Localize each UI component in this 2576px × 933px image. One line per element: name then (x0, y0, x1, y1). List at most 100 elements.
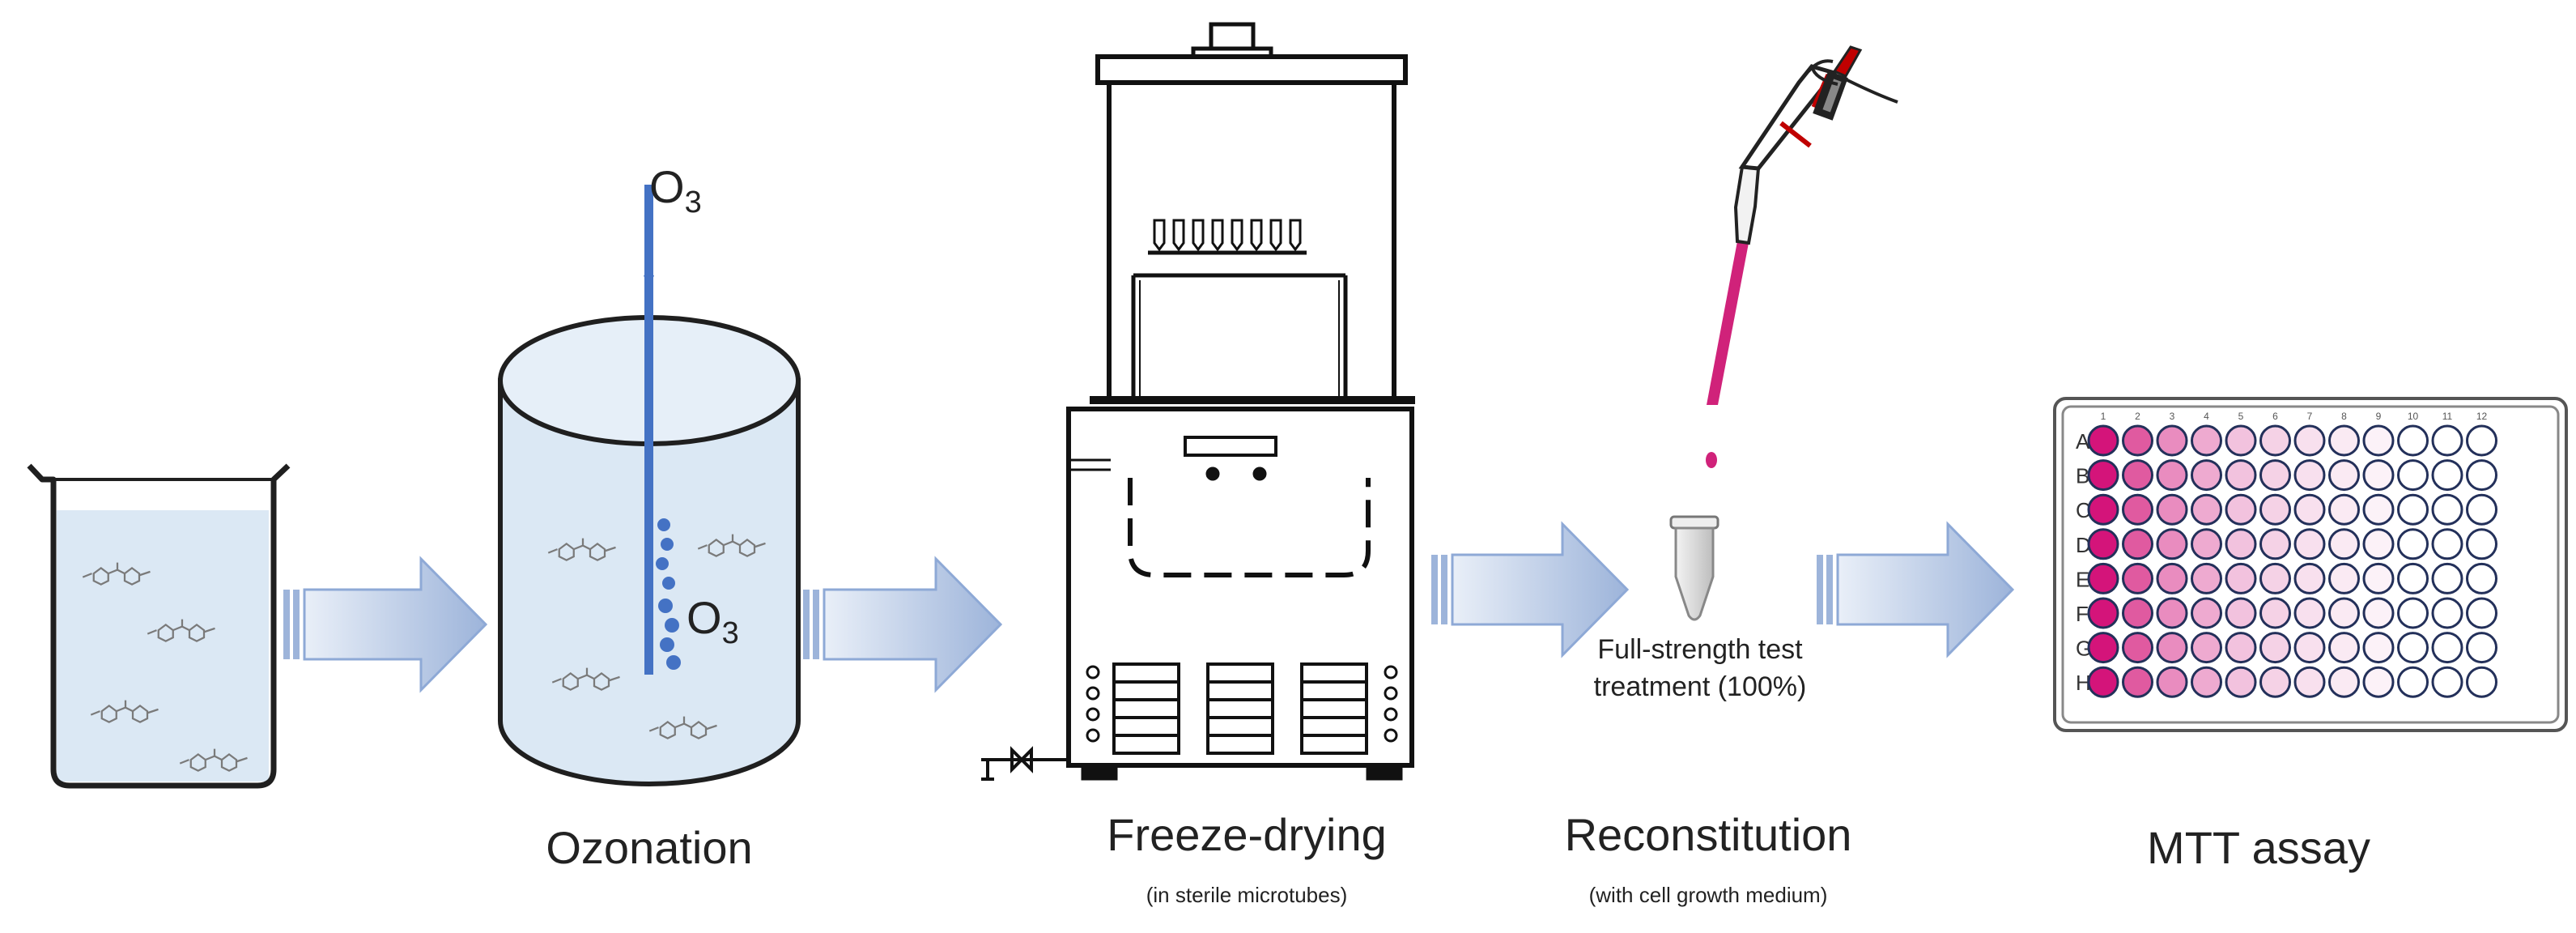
plate-col-label: 8 (2341, 411, 2347, 422)
plate-row-label: A (2076, 429, 2090, 454)
plate-well (2156, 493, 2188, 526)
plate-well (2397, 562, 2429, 594)
plate-row-label: E (2076, 567, 2089, 591)
plate-row-label: H (2076, 671, 2091, 695)
plate-col-label: 1 (2101, 411, 2106, 422)
plate-row-label: C (2076, 498, 2091, 522)
plate-well (2122, 459, 2153, 492)
step-label-mtt-assay: MTT assay (2147, 822, 2370, 873)
plate-well (2362, 493, 2395, 526)
plate-well (2293, 459, 2326, 492)
plate-well (2259, 493, 2291, 526)
microtube (1669, 515, 1719, 621)
plate-well (2362, 562, 2395, 594)
plate-well (2328, 632, 2360, 664)
plate-well (2191, 562, 2222, 594)
ozonation-reactor (498, 185, 801, 786)
plate-well (2259, 632, 2291, 664)
tube-caption-line-2: treatment (100%) (1593, 671, 1807, 702)
plate-well (2328, 528, 2360, 560)
plate-well (2431, 493, 2463, 526)
plate-well (2293, 597, 2326, 629)
plate-well (2225, 528, 2257, 560)
plate-well (2328, 666, 2360, 698)
plate-col-label: 2 (2135, 411, 2140, 422)
droplet (1706, 452, 1717, 468)
ozone-label-bubbles: O3 (687, 591, 739, 651)
step-label-reconstitution: Reconstitution (1564, 809, 1852, 860)
plate-well (2087, 597, 2119, 629)
plate-well (2225, 424, 2257, 457)
step-note-freeze-drying: (in sterile microtubes) (1146, 883, 1348, 907)
process-arrow-4 (1817, 521, 2015, 658)
plate-well (2122, 493, 2153, 526)
plate-col-label: 12 (2476, 411, 2488, 422)
plate-well (2328, 459, 2360, 492)
plate-row-label: F (2076, 602, 2089, 626)
plate-well (2362, 459, 2395, 492)
vent-grille (1112, 662, 1368, 755)
plate-well (2431, 424, 2463, 457)
plate-well (2431, 666, 2463, 698)
plate-well (2466, 632, 2497, 664)
plate-well (2122, 528, 2153, 560)
plate-col-label: 5 (2238, 411, 2244, 422)
plate-well (2087, 424, 2119, 457)
plate-well (2191, 459, 2222, 492)
plate-well (2397, 597, 2429, 629)
plate-well (2225, 666, 2257, 698)
plate-well (2293, 632, 2326, 664)
plate-well (2156, 666, 2188, 698)
plate-well (2191, 528, 2222, 560)
plate-well (2328, 493, 2360, 526)
ozone-subscript: 3 (721, 616, 739, 651)
plate-well (2259, 666, 2291, 698)
plate-well (2397, 666, 2429, 698)
plate-well (2466, 424, 2497, 457)
plate-well (2225, 597, 2257, 629)
plate-well (2191, 424, 2222, 457)
ozone-symbol: O (687, 592, 722, 643)
plate-well (2397, 424, 2429, 457)
plate-well (2397, 528, 2429, 560)
plate-well (2225, 493, 2257, 526)
plate-well (2362, 597, 2395, 629)
freeze-dryer (981, 22, 1415, 781)
plate-well (2087, 632, 2119, 664)
plate-well (2156, 528, 2188, 560)
plate-well (2466, 528, 2497, 560)
arrow-down-icon (644, 275, 654, 288)
plate-col-label: 11 (2442, 411, 2453, 422)
plate-well (2259, 597, 2291, 629)
plate-well (2225, 459, 2257, 492)
plate-col-label: 3 (2170, 411, 2175, 422)
plate-well (2466, 666, 2497, 698)
plate-well (2293, 562, 2326, 594)
plate-well (2293, 493, 2326, 526)
plate-well (2397, 493, 2429, 526)
plate-row-label: D (2076, 533, 2091, 557)
ozone-subscript: 3 (684, 185, 702, 220)
plate-row-label: G (2076, 637, 2092, 661)
beaker (27, 463, 291, 789)
plate-well (2466, 493, 2497, 526)
plate-well (2431, 632, 2463, 664)
plate-well (2156, 632, 2188, 664)
plate-well (2259, 562, 2291, 594)
ozone-bubbles (656, 518, 681, 670)
beaker-outline (27, 463, 291, 789)
plate-col-label: 9 (2376, 411, 2382, 422)
plate-well (2362, 528, 2395, 560)
plate-well (2122, 424, 2153, 457)
microtube-rack (1148, 219, 1307, 255)
plate-well (2087, 666, 2119, 698)
plate-well (2431, 562, 2463, 594)
plate-well (2362, 632, 2395, 664)
ozone-symbol: O (649, 161, 685, 212)
plate-well (2397, 632, 2429, 664)
plate-well (2225, 632, 2257, 664)
plate-well (2122, 597, 2153, 629)
plate-col-label: 4 (2204, 411, 2209, 422)
plate-well (2122, 562, 2153, 594)
plate-col-label: 10 (2408, 411, 2419, 422)
